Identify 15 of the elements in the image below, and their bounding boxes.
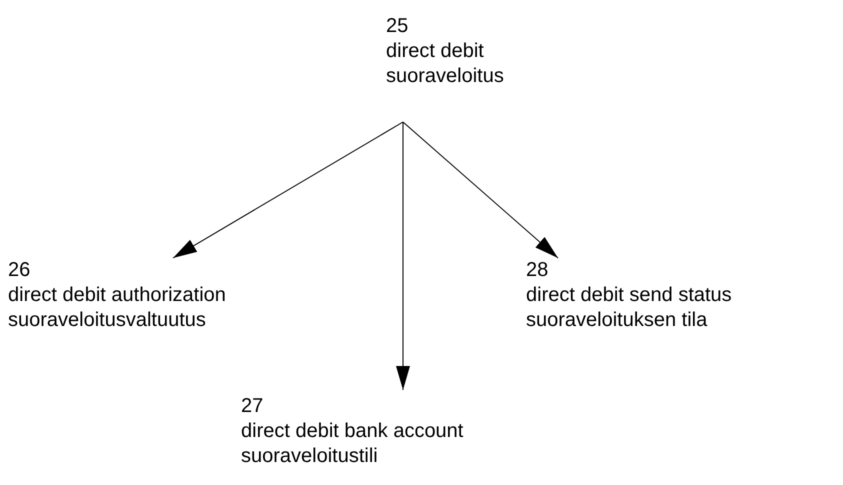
- node-number: 28: [526, 258, 548, 283]
- node-number: 25: [386, 14, 408, 39]
- node-number: 27: [241, 394, 264, 419]
- node-term: suoraveloitus: [386, 64, 504, 89]
- arrow: [396, 122, 410, 390]
- node-term: direct debit authorization: [8, 283, 226, 308]
- node-term: direct debit send status: [526, 283, 732, 308]
- node-term: suoraveloitustili: [241, 444, 378, 469]
- node-term: direct debit: [386, 39, 484, 64]
- node-term: direct debit bank account: [241, 419, 464, 444]
- arrow: [172, 122, 404, 258]
- node-term: suoraveloitusvaltuutus: [8, 308, 206, 333]
- node-number: 26: [8, 258, 30, 283]
- arrow: [402, 122, 558, 258]
- node-term: suoraveloituksen tila: [526, 308, 708, 333]
